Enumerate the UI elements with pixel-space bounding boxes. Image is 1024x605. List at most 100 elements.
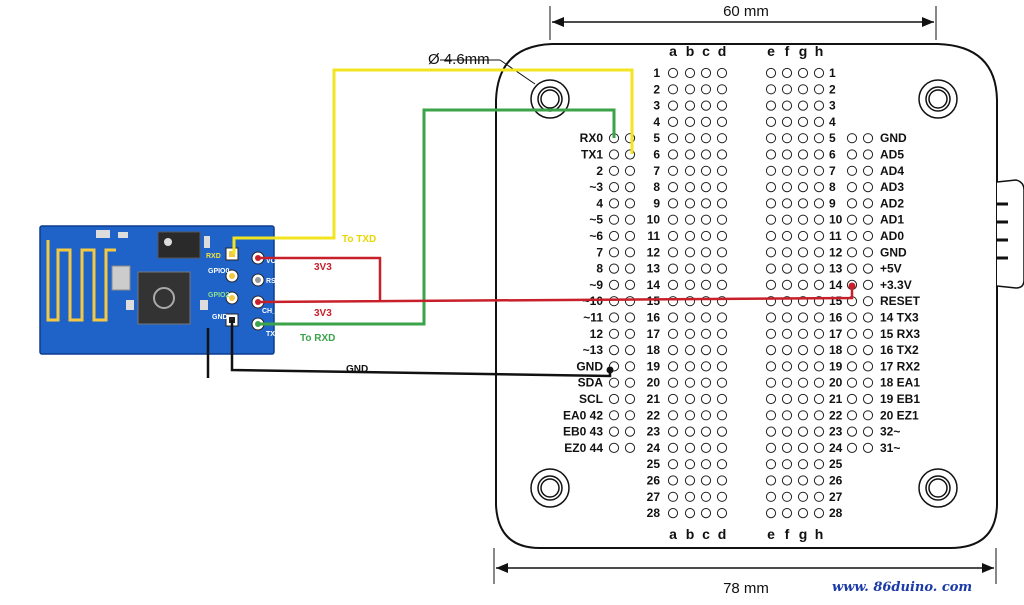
- left-header-hole: [608, 214, 620, 225]
- breadboard-hole: [813, 345, 825, 356]
- row-number-right: 4: [829, 115, 836, 129]
- breadboard-hole: [684, 133, 696, 144]
- left-header-hole: [608, 263, 620, 274]
- wire-green-txd-rx0: [258, 108, 616, 326]
- breadboard-hole: [797, 263, 809, 274]
- breadboard-hole: [813, 182, 825, 193]
- row-number-right: 20: [829, 376, 843, 390]
- breadboard-hole: [813, 426, 825, 437]
- breadboard-hole: [716, 279, 728, 290]
- row-number-right: 25: [829, 457, 843, 471]
- breadboard-hole: [797, 198, 809, 209]
- breadboard-hole: [797, 133, 809, 144]
- breadboard-hole: [781, 426, 793, 437]
- left-header-pin-label: GND: [576, 359, 603, 373]
- breadboard-hole: [781, 377, 793, 388]
- left-header-pin-label: 2: [596, 164, 603, 178]
- breadboard-hole: [667, 263, 679, 274]
- breadboard-hole: [797, 165, 809, 176]
- breadboard-hole: [667, 459, 679, 470]
- row-number-right: 16: [829, 311, 843, 325]
- column-header-left-bottom: b: [686, 526, 695, 542]
- breadboard-hole: [797, 442, 809, 453]
- row-number-left: 25: [647, 457, 661, 471]
- breadboard-hole: [765, 230, 777, 242]
- right-header-pin-label: 20 EZ1: [880, 408, 919, 422]
- breadboard-hole: [684, 475, 696, 486]
- breadboard-hole: [797, 214, 809, 225]
- breadboard-hole: [667, 230, 679, 242]
- module-label-gpio0: GPIO0: [208, 268, 230, 275]
- wire-label-to-rxd: To RXD: [300, 333, 335, 344]
- breadboard-hole: [781, 116, 793, 128]
- breadboard-hole: [667, 393, 679, 405]
- esp8266-module: RXD GPIO0 GPIO2 GND VCC RST CH_PD TXD: [39, 225, 286, 355]
- row-number-left: 22: [647, 408, 661, 422]
- breadboard-hole: [797, 491, 809, 502]
- left-header-pin-label: 7: [596, 245, 603, 259]
- breadboard-hole: [813, 263, 825, 274]
- breadboard-hole: [765, 328, 777, 339]
- breadboard-hole: [781, 410, 793, 421]
- right-header-hole: [862, 345, 874, 356]
- breadboard-hole: [765, 312, 777, 323]
- row-number-left: 15: [647, 294, 661, 308]
- breadboard-hole: [813, 328, 825, 339]
- right-header-hole: [862, 328, 874, 339]
- left-header-hole: [608, 410, 620, 421]
- wire-label-3v3-bottom: 3V3: [314, 308, 332, 319]
- breadboard-hole: [684, 507, 696, 519]
- left-header-hole: [624, 296, 636, 307]
- left-header-hole: [624, 198, 636, 209]
- breadboard-hole: [765, 345, 777, 356]
- left-header-pin-label: EZ0 44: [564, 441, 603, 455]
- right-header-hole: [862, 165, 874, 176]
- breadboard-hole: [781, 345, 793, 356]
- breadboard-hole: [684, 149, 696, 160]
- breadboard-hole: [684, 263, 696, 274]
- breadboard-hole: [684, 182, 696, 193]
- breadboard-hole: [781, 263, 793, 274]
- top-dimension-label: 60 mm: [723, 3, 769, 20]
- mounting-hole-top-right: [918, 79, 958, 119]
- breadboard-hole: [813, 459, 825, 470]
- left-header-hole: [608, 279, 620, 290]
- row-number-right: 27: [829, 490, 843, 504]
- breadboard-hole: [716, 475, 728, 486]
- breadboard-hole: [700, 442, 712, 453]
- column-header-left-bottom: c: [702, 526, 710, 542]
- left-header-hole: [624, 214, 636, 225]
- bottom-dimension-label: 78 mm: [723, 580, 769, 597]
- breadboard-hole: [700, 100, 712, 111]
- breadboard-hole: [765, 442, 777, 453]
- breadboard-hole: [716, 182, 728, 193]
- breadboard-hole: [813, 507, 825, 519]
- left-header-pin-label: SDA: [578, 376, 604, 390]
- breadboard-hole: [700, 214, 712, 225]
- module-pin-gpio0: [225, 269, 239, 283]
- wire-label-gnd: GND: [346, 364, 368, 375]
- module-pin-rst: [251, 273, 265, 287]
- breadboard-hole: [781, 230, 793, 242]
- breadboard-hole: [797, 459, 809, 470]
- breadboard-hole: [813, 230, 825, 242]
- right-header-hole: [862, 361, 874, 372]
- breadboard-hole: [765, 182, 777, 193]
- breadboard-hole: [797, 475, 809, 486]
- wire-yellow-rxd-tx1: [232, 68, 634, 254]
- right-header-hole: [862, 263, 874, 274]
- right-header-hole: [862, 312, 874, 323]
- bottom-dimension: 78 mm: [493, 548, 997, 597]
- breadboard-hole: [716, 100, 728, 111]
- breadboard-hole: [667, 312, 679, 323]
- breadboard-hole: [813, 116, 825, 128]
- row-number-right: 10: [829, 213, 843, 227]
- right-header-hole: [846, 247, 858, 258]
- breadboard-hole: [700, 377, 712, 388]
- breadboard-hole: [716, 393, 728, 405]
- breadboard-hole: [684, 198, 696, 209]
- breadboard-hole: [765, 393, 777, 405]
